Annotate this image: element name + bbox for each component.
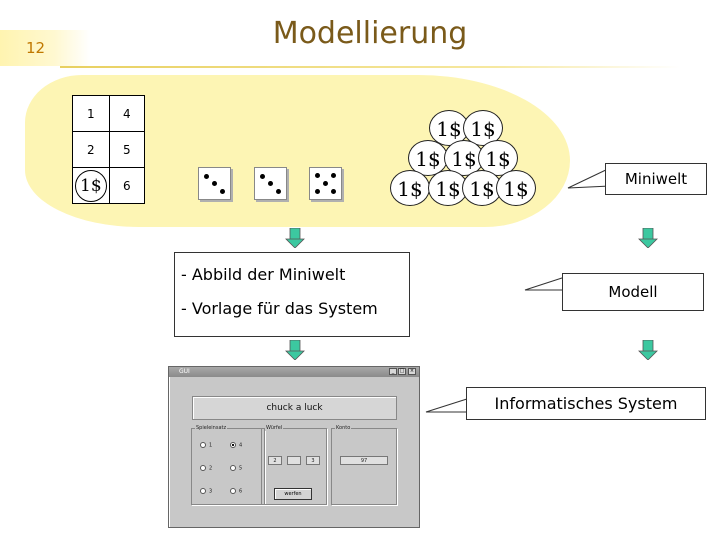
down-arrow-icon [638, 340, 658, 360]
callout-pointer [567, 167, 611, 189]
grid-cell: 5 [108, 131, 146, 168]
coin: 1$ [428, 170, 468, 206]
die-3 [309, 167, 342, 200]
coin: 1$ [429, 110, 469, 146]
gui-die-field: 3 [306, 456, 320, 465]
die-pip [268, 181, 273, 186]
gui-banner: chuck a luck [192, 396, 397, 420]
die-pip [260, 174, 265, 179]
grid-cell: 6 [108, 167, 146, 204]
die-pip [315, 173, 320, 178]
close-icon[interactable]: × [408, 368, 416, 375]
callout-pointer [524, 276, 566, 291]
gui-radio-option[interactable]: 6 [230, 488, 242, 495]
grid-cell: 1$ [72, 167, 110, 204]
slide-title: Modellierung [272, 16, 468, 51]
gui-einsatz-group: Spieleinsatz 1 2 3 4 5 6 [191, 425, 265, 505]
down-arrow-icon [285, 340, 305, 360]
die-pip [323, 181, 328, 186]
die-pip [220, 189, 225, 194]
die-pip [331, 173, 336, 178]
grid-coin: 1$ [74, 169, 107, 202]
gui-window: GUI _ □ × chuck a luck Spieleinsatz 1 2 … [168, 366, 420, 528]
title-rule [60, 66, 680, 68]
die-pip [204, 174, 209, 179]
gui-einsatz-label: Spieleinsatz [195, 425, 228, 431]
grid-row: 1$ 6 [72, 167, 146, 204]
die-pip [331, 189, 336, 194]
gui-wuerfel-group: Würfel 2 3 werfen [261, 425, 327, 505]
description-box: - Abbild der Miniwelt - Vorlage für das … [174, 252, 410, 337]
number-grid: 1 4 2 5 1$ 6 [72, 95, 146, 204]
die-pip [315, 189, 320, 194]
die-1 [198, 167, 231, 200]
gui-radio-option[interactable]: 5 [230, 465, 242, 472]
gui-radio-option-selected[interactable]: 4 [230, 442, 242, 449]
coin: 1$ [496, 170, 536, 206]
grid-cell: 1 [72, 95, 110, 132]
gui-die-field: 2 [268, 456, 282, 465]
gui-window-title: GUI [179, 368, 190, 375]
die-2 [254, 167, 287, 200]
grid-row: 1 4 [72, 95, 146, 132]
grid-row: 2 5 [72, 131, 146, 168]
grid-cell: 2 [72, 131, 110, 168]
gui-wuerfel-label: Würfel [265, 425, 284, 431]
callout-miniwelt: Miniwelt [605, 163, 707, 195]
description-line: - Abbild der Miniwelt [181, 265, 346, 284]
minimize-icon[interactable]: _ [389, 368, 397, 375]
gui-radio-option[interactable]: 1 [200, 442, 212, 449]
die-pip [276, 189, 281, 194]
description-line: - Vorlage für das System [181, 299, 378, 318]
callout-modell: Modell [562, 273, 704, 311]
gui-radio-option[interactable]: 2 [200, 465, 212, 472]
maximize-icon[interactable]: □ [398, 368, 406, 375]
callout-pointer [425, 397, 471, 413]
gui-werfen-button[interactable]: werfen [274, 488, 312, 500]
down-arrow-icon [285, 228, 305, 248]
gui-titlebar: GUI _ □ × [169, 367, 419, 377]
grid-cell: 4 [108, 95, 146, 132]
die-pip [212, 181, 217, 186]
coin: 1$ [444, 140, 484, 176]
gui-konto-group: Konto 97 [331, 425, 397, 505]
down-arrow-icon [638, 228, 658, 248]
gui-die-field [287, 456, 301, 465]
coin: 1$ [390, 170, 430, 206]
slide-number: 12 [0, 30, 90, 66]
gui-konto-field: 97 [340, 456, 388, 465]
gui-konto-label: Konto [335, 425, 352, 431]
callout-informatisches-system: Informatisches System [466, 387, 706, 420]
gui-radio-option[interactable]: 3 [200, 488, 212, 495]
